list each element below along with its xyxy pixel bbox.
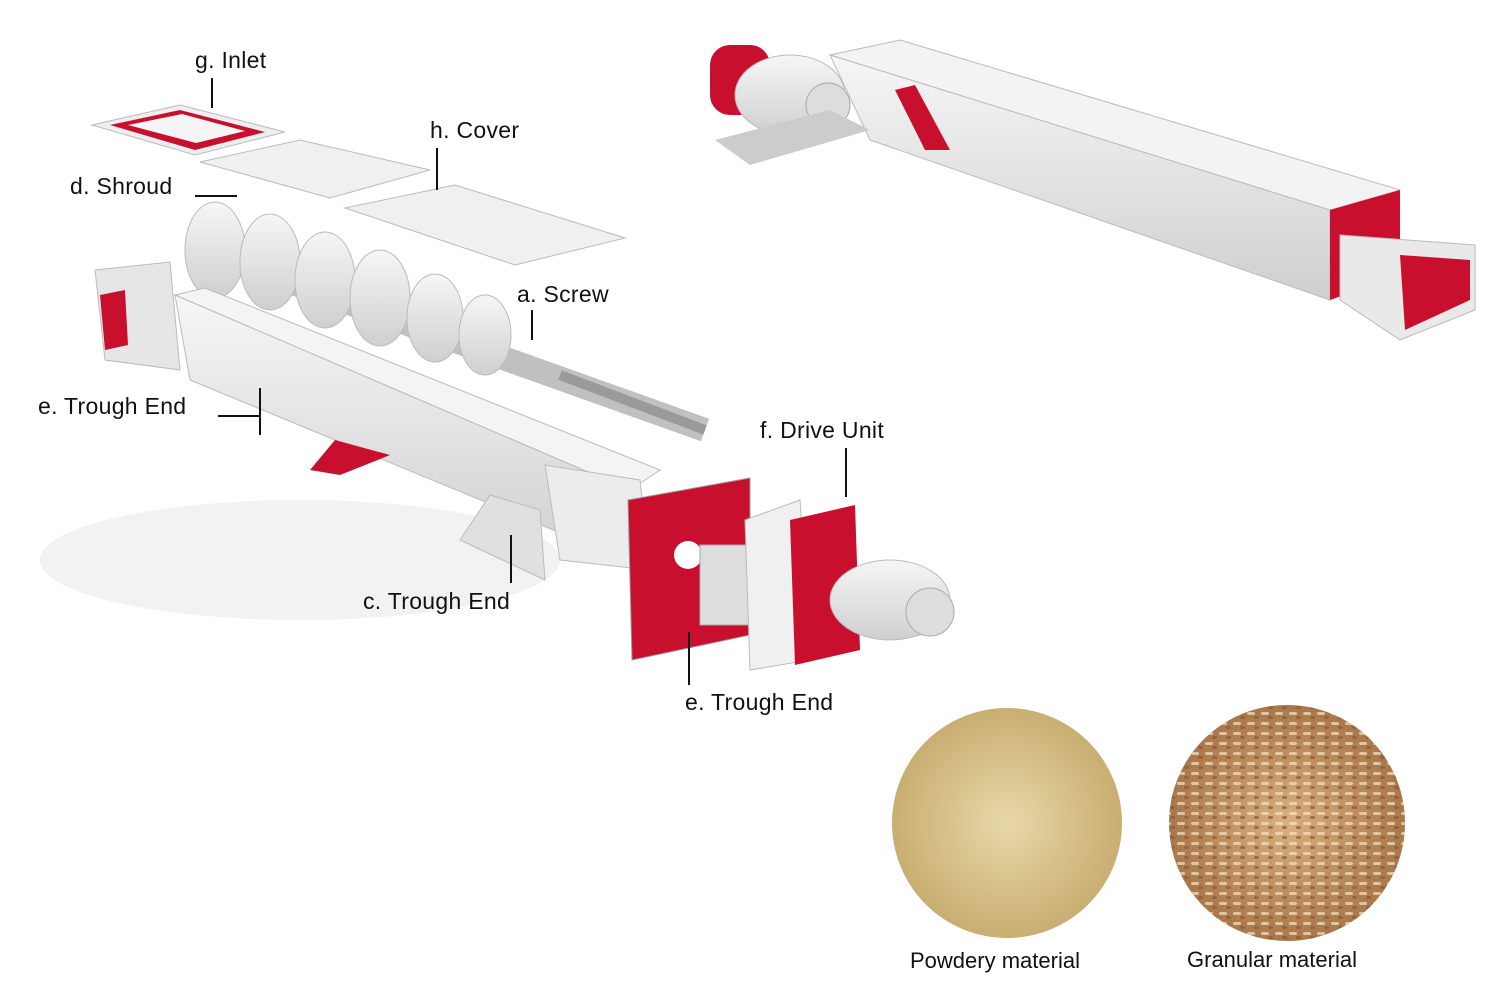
caption-granular: Granular material	[1187, 947, 1357, 972]
label-trough-end-middle: c. Trough End	[363, 588, 511, 614]
label-shroud: d. Shroud	[70, 173, 173, 199]
trough-part	[94, 261, 662, 581]
label-inlet: g. Inlet	[195, 47, 267, 73]
label-trough-end-right: e. Trough End	[685, 689, 834, 715]
cover-plate-2	[343, 184, 627, 266]
assembled-conveyor	[710, 39, 1476, 341]
caption-powdery: Powdery material	[910, 948, 1080, 973]
label-drive-unit: f. Drive Unit	[760, 417, 885, 443]
screw-part	[184, 201, 710, 442]
leader-lines	[195, 78, 847, 685]
inlet-part	[90, 104, 286, 156]
label-trough-end-left: e. Trough End	[38, 393, 187, 419]
powdery-material-image	[892, 708, 1122, 938]
label-screw: a. Screw	[517, 281, 609, 307]
drive-unit-part	[627, 477, 955, 671]
label-cover: h. Cover	[430, 117, 520, 143]
granular-material-image	[1169, 705, 1405, 941]
cover-plate-1	[199, 139, 431, 199]
